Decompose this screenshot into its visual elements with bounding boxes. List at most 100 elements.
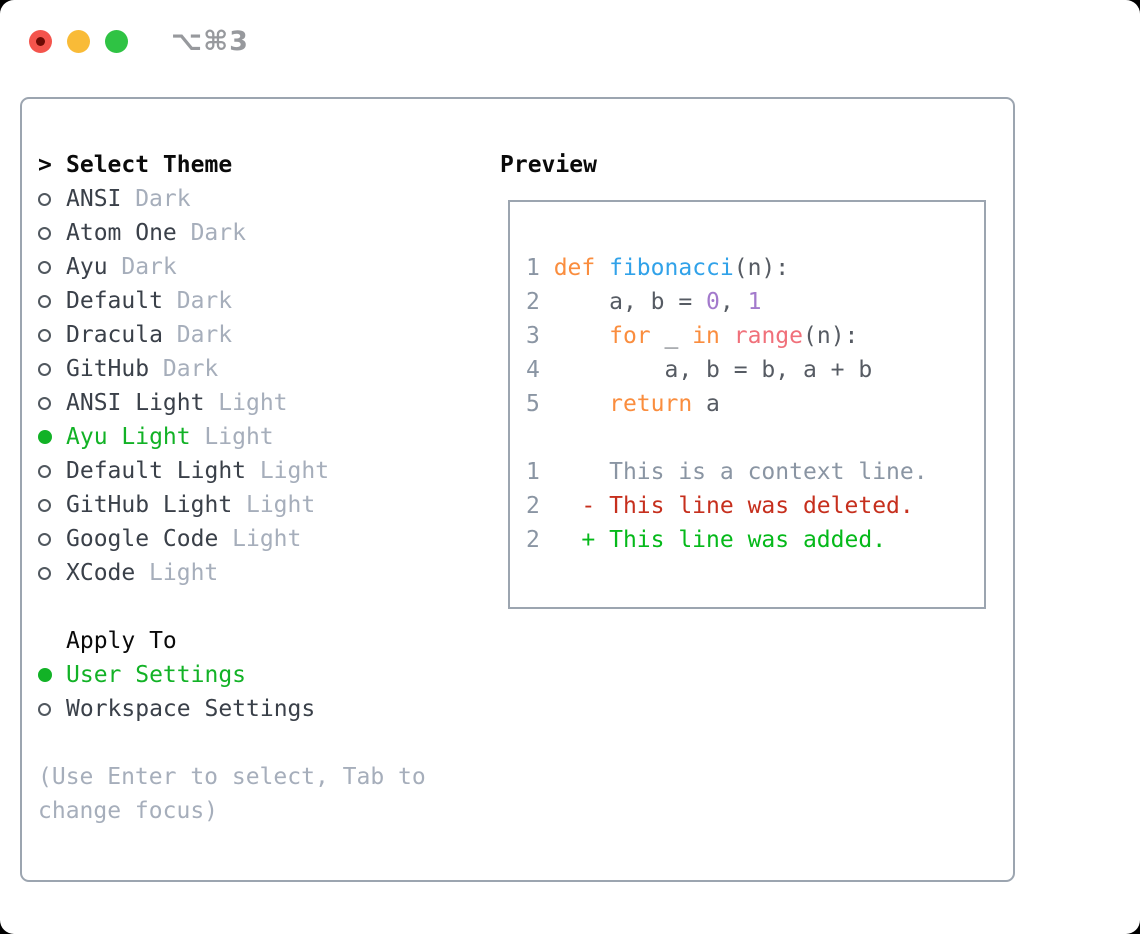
close-button[interactable] <box>29 30 52 53</box>
radio-icon[interactable] <box>38 294 51 308</box>
prompt-icon: > <box>38 152 52 178</box>
code-line: 2 a, b = 0, 1 <box>526 285 984 319</box>
select-theme-heading-row: > Select Theme <box>38 148 478 182</box>
theme-variant: Dark <box>135 186 191 212</box>
theme-option[interactable]: ANSI Dark <box>38 182 478 216</box>
radio-selected-icon[interactable] <box>38 430 52 444</box>
code-token: range <box>733 323 803 349</box>
apply-to-option[interactable]: User Settings <box>38 658 478 692</box>
code-token: a, b = b, a + b <box>553 357 873 383</box>
theme-name: Default Light <box>66 458 247 484</box>
preview-heading: Preview <box>500 152 597 178</box>
theme-variant: Dark <box>176 288 233 314</box>
code-token: _ <box>650 323 693 349</box>
code-token: , <box>719 289 748 315</box>
apply-to-label: User Settings <box>66 662 247 688</box>
code-token: in <box>692 323 720 349</box>
radio-prefix <box>38 454 66 488</box>
radio-prefix <box>38 182 66 216</box>
code-line: 1 This is a context line. <box>526 455 984 489</box>
theme-variant: Dark <box>162 356 219 382</box>
zoom-button[interactable] <box>105 30 128 53</box>
titlebar: ⌥⌘3 <box>29 26 249 57</box>
radio-prefix <box>38 284 66 318</box>
line-number: 1 <box>526 255 554 281</box>
radio-icon[interactable] <box>38 498 51 512</box>
theme-variant: Light <box>232 526 302 552</box>
code-line: 4 a, b = b, a + b <box>526 353 984 387</box>
radio-icon[interactable] <box>38 328 51 342</box>
theme-option[interactable]: GitHub Dark <box>38 352 478 386</box>
theme-name: XCode <box>66 560 136 586</box>
theme-option[interactable]: Dracula Dark <box>38 318 478 352</box>
code-line: 3 for _ in range(n): <box>526 319 984 353</box>
theme-variant: Light <box>245 492 316 518</box>
theme-variant: Light <box>149 560 219 586</box>
code-token: def <box>553 255 596 281</box>
apply-to-prefix <box>38 624 66 658</box>
spacer <box>38 726 478 760</box>
theme-variant: Dark <box>190 220 246 246</box>
code-token <box>554 323 609 349</box>
code-token: fibonacci <box>609 255 734 281</box>
radio-icon[interactable] <box>38 566 51 580</box>
code-token: a <box>692 391 720 417</box>
radio-icon[interactable] <box>38 192 51 206</box>
theme-option[interactable]: Google Code Light <box>38 522 478 556</box>
radio-icon[interactable] <box>38 396 51 410</box>
radio-prefix <box>38 692 66 726</box>
theme-option[interactable]: GitHub Light Light <box>38 488 478 522</box>
window-shortcut-label: ⌥⌘3 <box>171 26 249 57</box>
apply-to-option[interactable]: Workspace Settings <box>38 692 478 726</box>
theme-name: GitHub <box>66 356 150 382</box>
theme-option[interactable]: XCode Light <box>38 556 478 590</box>
theme-variant: Dark <box>176 322 233 348</box>
code-line <box>526 421 984 455</box>
code-token: 0 <box>706 289 720 315</box>
theme-variant: Light <box>204 424 274 450</box>
radio-icon[interactable] <box>38 226 51 240</box>
code-token: for <box>609 323 651 349</box>
radio-icon[interactable] <box>38 702 51 716</box>
line-number: 3 <box>526 323 554 349</box>
theme-name: Ayu Light <box>66 424 191 450</box>
line-number: 1 <box>526 459 554 485</box>
line-number: 2 <box>526 493 554 519</box>
apply-to-label: Workspace Settings <box>66 696 316 722</box>
theme-name: ANSI <box>66 186 122 212</box>
theme-name: Ayu <box>66 254 108 280</box>
line-number: 5 <box>526 391 554 417</box>
theme-option[interactable]: Ayu Light Light <box>38 420 478 454</box>
radio-icon[interactable] <box>38 464 51 478</box>
theme-name: Default <box>66 288 163 314</box>
theme-option[interactable]: Default Dark <box>38 284 478 318</box>
theme-name: GitHub Light <box>66 492 233 518</box>
spacer <box>38 590 478 624</box>
radio-prefix <box>38 556 66 590</box>
theme-name: Dracula <box>66 322 163 348</box>
radio-prefix <box>38 386 66 420</box>
radio-icon[interactable] <box>38 260 51 274</box>
radio-selected-icon[interactable] <box>38 668 52 682</box>
code-token <box>554 391 609 417</box>
minimize-button[interactable] <box>67 30 90 53</box>
prompt-prefix: > <box>38 148 66 182</box>
radio-icon[interactable] <box>38 532 51 546</box>
code-token: 1 <box>747 289 762 315</box>
theme-name: Google Code <box>66 526 219 552</box>
radio-prefix <box>38 352 66 386</box>
radio-prefix <box>38 522 66 556</box>
apply-to-heading-row: Apply To <box>38 624 478 658</box>
code-token: This is a context line. <box>553 459 928 485</box>
code-token: return <box>609 391 693 417</box>
code-line: 2 - This line was deleted. <box>526 489 984 523</box>
radio-prefix <box>38 250 66 284</box>
radio-icon[interactable] <box>38 362 51 376</box>
